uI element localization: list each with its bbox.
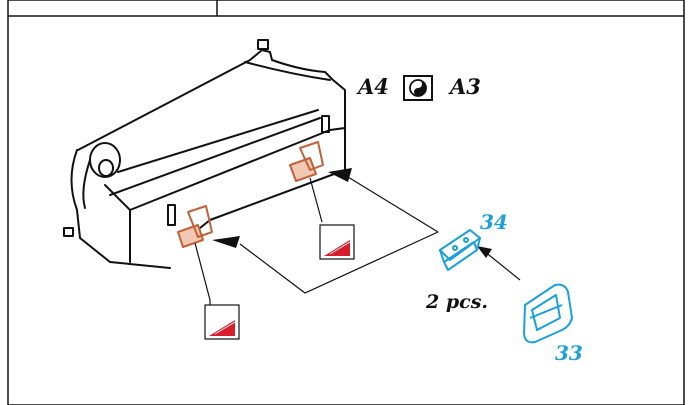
arrow-heads <box>212 168 492 258</box>
part-33-label: 33 <box>555 341 583 365</box>
assembly-lines <box>194 176 521 306</box>
part-34-label: 34 <box>480 210 508 234</box>
version-from-label: A4 <box>358 74 389 99</box>
quantity-label: 2 pcs. <box>426 291 489 313</box>
yin-yang-icon <box>403 75 433 101</box>
part-34-clip <box>439 229 481 271</box>
latch-right <box>289 141 324 182</box>
adhesive-hatch-icon <box>204 304 240 340</box>
adhesive-hatch-icon <box>319 224 355 260</box>
version-to-label: A3 <box>450 74 481 99</box>
latch-left <box>177 205 213 248</box>
page-border <box>7 0 685 405</box>
part-33-buckle <box>523 283 573 344</box>
box-body <box>63 39 346 269</box>
